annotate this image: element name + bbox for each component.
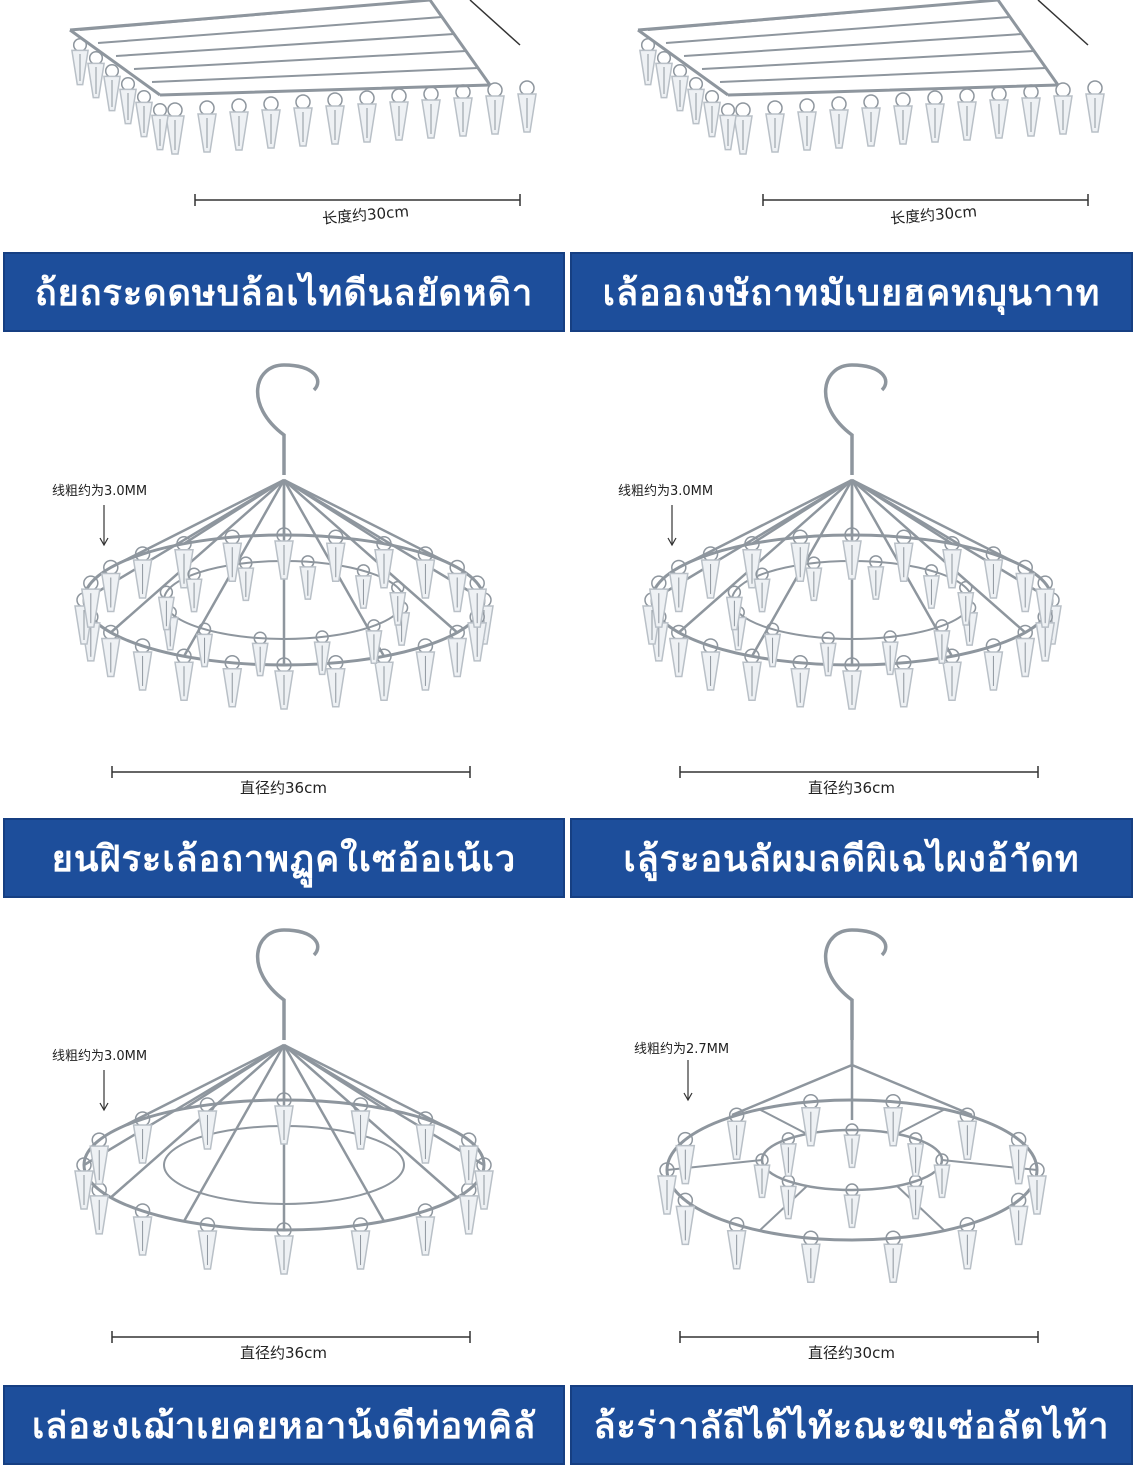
product-image-round-2: 线粗约为3.0MM 直径约36cm bbox=[568, 345, 1136, 815]
square-hanger-drawing bbox=[69, 0, 537, 206]
product-image-square-1: 长度约30cm bbox=[0, 0, 568, 250]
wire-thickness-label: 线粗约为3.0MM bbox=[52, 1049, 148, 1064]
product-image-tiered: 线粗约为2.7MM 直径约30cm bbox=[568, 910, 1136, 1380]
dimension-label: 直径约36cm bbox=[240, 1344, 327, 1362]
tiered-hanger-drawing bbox=[657, 928, 1047, 1343]
wire-thickness-label: 线粗约为3.0MM bbox=[618, 484, 714, 499]
dimension-label: 直径约36cm bbox=[240, 779, 327, 797]
product-image-round-1: 线粗约为3.0MM 直径约36cm bbox=[0, 345, 568, 815]
product-image-square-2: 长度约30cm bbox=[568, 0, 1136, 250]
caption-banner: เล่อะงเฌ้าเยคยหอาน้งดีท่อทคิลั bbox=[3, 1385, 565, 1465]
caption-banner: ล้ะร่าาลัถีได้ไทัะณะฆเซ่อลัตไท้า bbox=[570, 1385, 1133, 1465]
caption-banner: เล้ออถงษัถาทมัเบยฮคทญุนาาท bbox=[570, 252, 1133, 332]
product-image-round-3: 线粗约为3.0MM 直径约36cm bbox=[0, 910, 568, 1380]
dimension-label: 直径约36cm bbox=[808, 779, 895, 797]
dimension-label: 直径约30cm bbox=[808, 1344, 895, 1362]
caption-banner: ถ้ยถระดดษบล้อเไทดีนลยัดหดิา bbox=[3, 252, 565, 332]
round-hanger-drawing bbox=[74, 363, 494, 778]
round-hanger-drawing bbox=[642, 363, 1062, 778]
square-hanger-drawing bbox=[637, 0, 1105, 206]
caption-banner: ยนฝิระเล้อถาพฏูคใเซอ้อเน้เว bbox=[3, 818, 565, 898]
caption-banner: เลู้ระอนลัผมลดีผิเฉไผงอ้าัดท bbox=[570, 818, 1133, 898]
wire-thickness-label: 线粗约为3.0MM bbox=[52, 484, 148, 499]
wire-thickness-label: 线粗约为2.7MM bbox=[634, 1042, 730, 1057]
round-hanger-drawing bbox=[74, 928, 494, 1343]
